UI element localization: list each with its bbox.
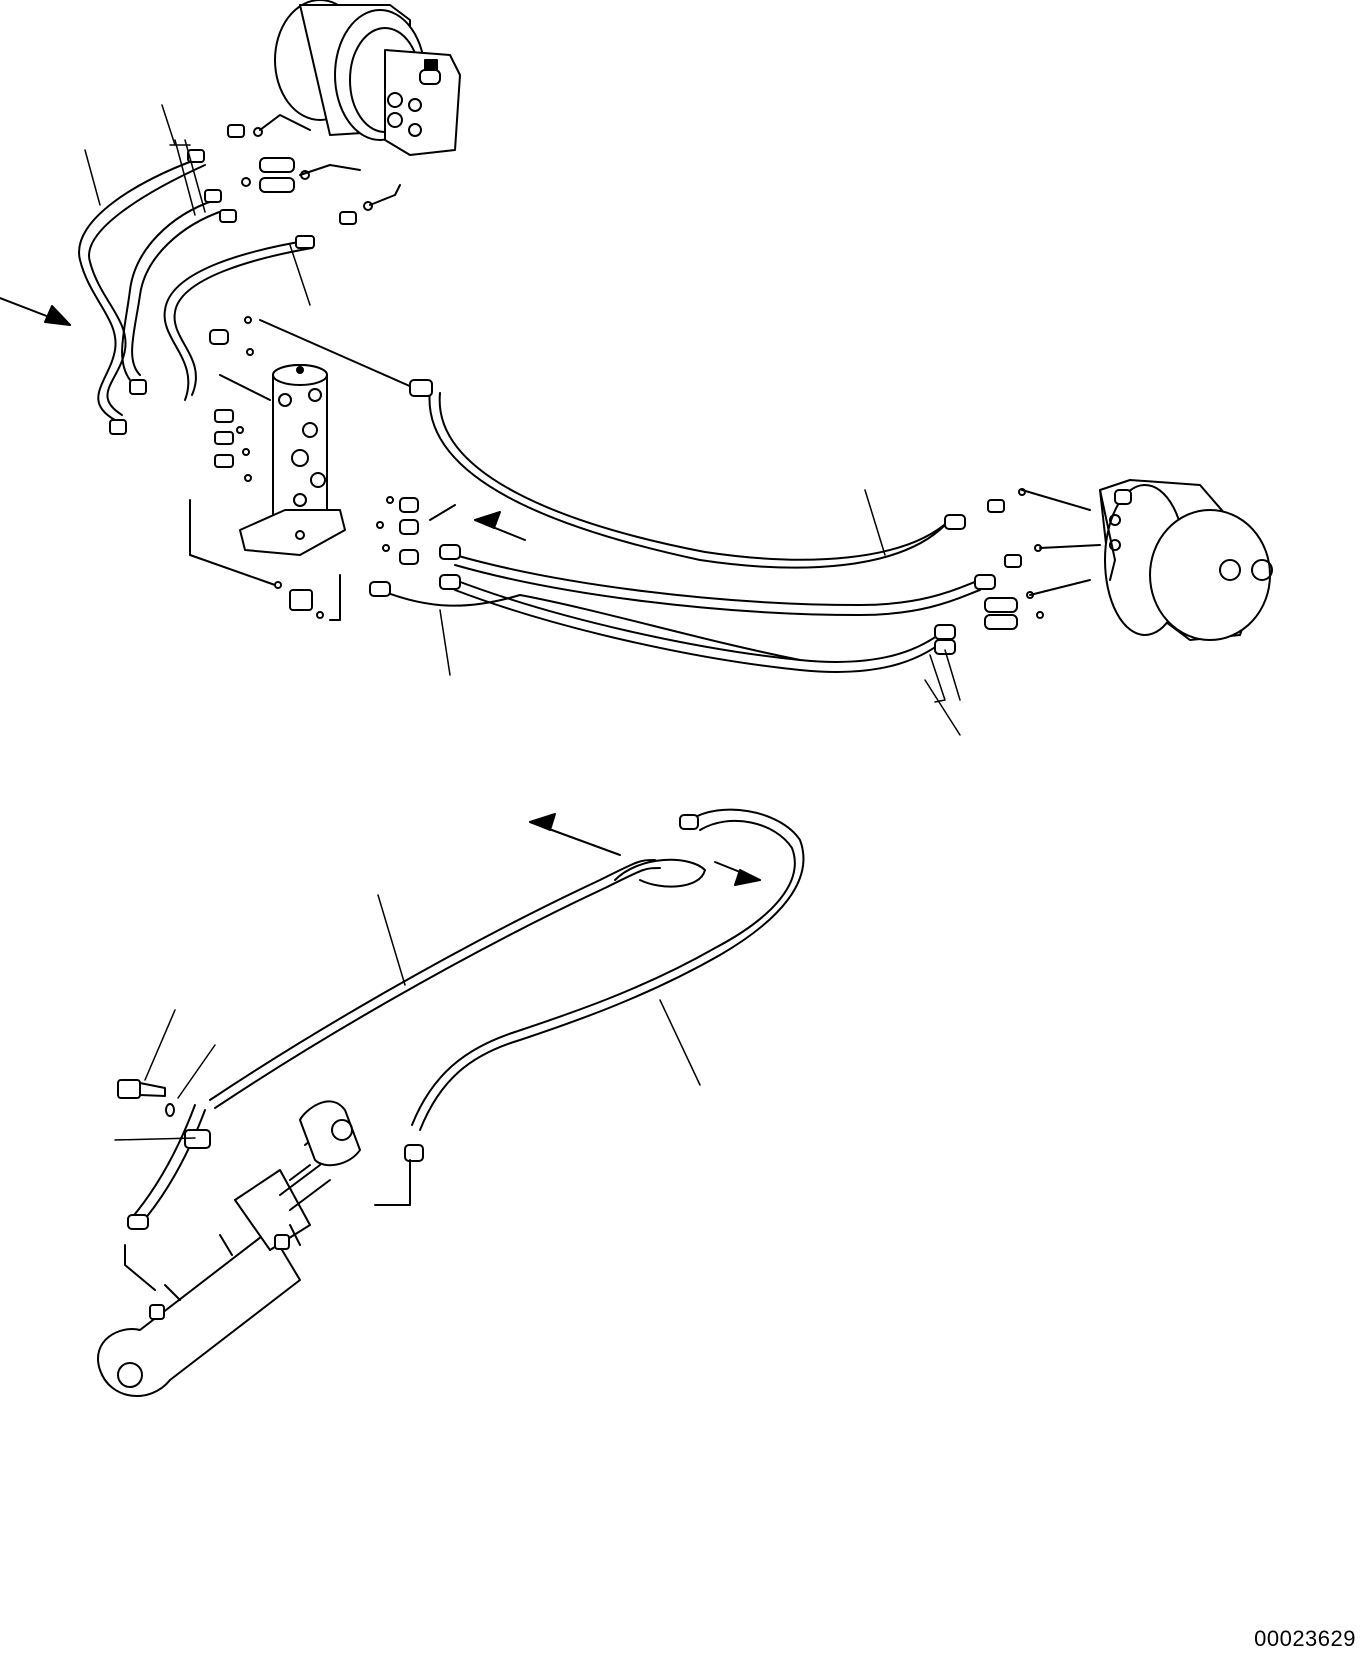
bolt [118,1080,174,1116]
drawing-number: 00023629 [1254,1626,1356,1651]
cylinder-hoses [128,810,803,1229]
swivel-fittings [190,317,455,620]
lower-motor-fittings [985,489,1100,629]
swivel-joint [240,365,345,555]
left-hose-bundle [79,150,314,434]
upper-fittings [228,115,400,224]
direction-arrows [0,298,760,885]
travel-motor-upper [275,0,460,155]
leader-lines [85,105,960,1140]
long-hoses [370,380,995,672]
hydraulic-cylinder [98,1101,410,1396]
travel-motor-lower [1100,480,1272,640]
